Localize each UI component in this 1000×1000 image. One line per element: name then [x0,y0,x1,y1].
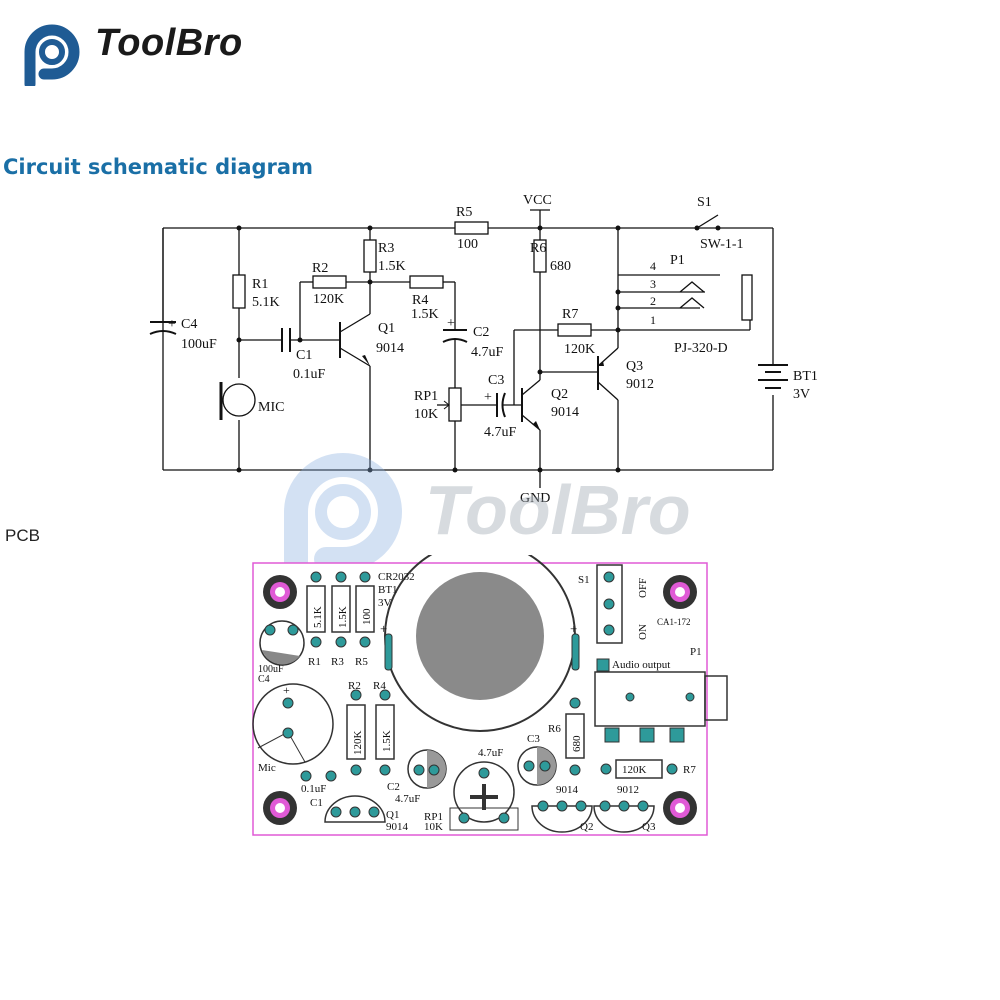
q3-label: Q3 [626,359,643,374]
s1-label: S1 [697,195,712,210]
toolbro-logo-icon [24,24,80,86]
pcb-r4-label: R4 [373,680,386,692]
r7-value: 120K [564,342,595,357]
bt1-value: 3V [793,387,810,402]
r1-value: 5.1K [252,295,280,310]
q3-value: 9012 [626,377,654,392]
rp1-label: RP1 [414,389,438,404]
bt1-label: BT1 [793,369,818,384]
c4-plus: + [168,317,176,332]
mic-label: MIC [258,400,284,415]
gnd-label: GND [520,491,550,506]
q1-label: Q1 [378,321,395,336]
pcb-3v-label: 3V [378,597,392,609]
pcb-r5-label: R5 [355,656,368,668]
r5-value: 100 [457,237,478,252]
pcb-bt1-label: BT1 [378,584,398,596]
c3-value: 4.7uF [484,425,517,440]
c4-label: C4 [181,317,197,332]
c1-label: C1 [296,348,312,363]
r7-label: R7 [562,307,578,322]
pcb-r3-value: 1.5K [337,606,349,628]
r3-value: 1.5K [378,259,406,274]
r4-value: 1.5K [411,307,439,322]
r2-value: 120K [313,292,344,307]
q2-value: 9014 [551,405,579,420]
pcb-bt-plus-left: + [380,621,387,636]
pcb-c1-value: 0.1uF [301,783,326,795]
pcb-c4-label: C4 [258,674,270,685]
pcb-q2-value: 9014 [556,784,579,796]
pcb-p1-label: P1 [690,646,702,658]
c2-value: 4.7uF [471,345,504,360]
pcb-bt-plus-right: + [570,621,577,636]
r2-label: R2 [312,261,328,276]
r6-label: R6 [530,241,546,256]
pcb-c2-label: C2 [387,781,400,793]
pcb-heading: PCB [5,526,40,545]
r3-label: R3 [378,241,394,256]
pcb-q3-value: 9012 [617,784,639,796]
pcb-q3-label: Q3 [642,821,656,833]
c3-label: C3 [488,373,504,388]
pcb-s1-label: S1 [578,574,590,586]
c3-plus: + [484,390,492,405]
pcb-mic-label: Mic [258,762,276,774]
p1-value: PJ-320-D [674,341,728,356]
p1-label: P1 [670,253,685,268]
pcb-q1-label: Q1 [386,809,399,821]
pcb-c2-value: 4.7uF [395,793,420,805]
r5-label: R5 [456,205,472,220]
q1-value: 9014 [376,341,404,356]
pcb-c4-value: 100uF [258,664,284,675]
pcb-off-label: OFF [637,578,649,598]
circuit-schematic: VCC GND R5 100 R1 5.1K R2 120K R3 1.5K R… [149,193,818,506]
rp1-value: 10K [414,407,438,422]
pcb-ca-label: CA1-172 [657,617,691,627]
pcb-r3-label: R3 [331,656,344,668]
pcb-r2-value: 120K [352,731,364,756]
pcb-rp1-value: 10K [424,821,443,833]
c2-plus: + [447,316,455,331]
pcb-c3-label: C3 [527,733,540,745]
pcb-cr2032-label: CR2032 [378,571,415,583]
pcb-r1-label: R1 [308,656,321,668]
pcb-rp1-label: RP1 [424,811,443,823]
pcb-c3-value: 4.7uF [478,747,503,759]
pcb-r1-value: 5.1K [312,606,324,628]
pin3-label: 3 [650,277,656,291]
c1-value: 0.1uF [293,367,326,382]
watermark-text: ToolBro [425,471,691,549]
watermark-logo-icon [284,453,402,590]
schematic-title: Circuit schematic diagram [3,155,313,179]
pcb-q2-label: Q2 [580,821,593,833]
pin4-label: 4 [650,259,656,273]
pcb-q1-value: 9014 [386,821,409,833]
pcb-r7-label: R7 [683,764,696,776]
pin2-label: 2 [650,294,656,308]
vcc-label: VCC [523,193,552,208]
r4-label: R4 [412,293,428,308]
q2-label: Q2 [551,387,568,402]
pcb-r4-value: 1.5K [381,730,393,752]
r1-label: R1 [252,277,268,292]
pcb-mic-plus: + [283,683,290,697]
c4-value: 100uF [181,337,217,352]
pcb-audio-label: Audio output [612,659,670,671]
pcb-on-label: ON [637,624,649,640]
s1-value: SW-1-1 [700,237,744,252]
pcb-r6-label: R6 [548,723,561,735]
c2-label: C2 [473,325,489,340]
brand-name: ToolBro [95,22,243,64]
pcb-r7-value: 120K [622,764,647,776]
pcb-c1-label: C1 [310,797,323,809]
pcb-r2-label: R2 [348,680,361,692]
r6-value: 680 [550,259,571,274]
pin1-label: 1 [650,313,656,327]
pcb-r6-value: 680 [571,735,583,752]
pcb-r5-value: 100 [361,608,373,625]
pcb-layout: CR2032 BT1 3V 5.1K 1.5K 100 R1 R3 R5 100… [252,555,728,836]
